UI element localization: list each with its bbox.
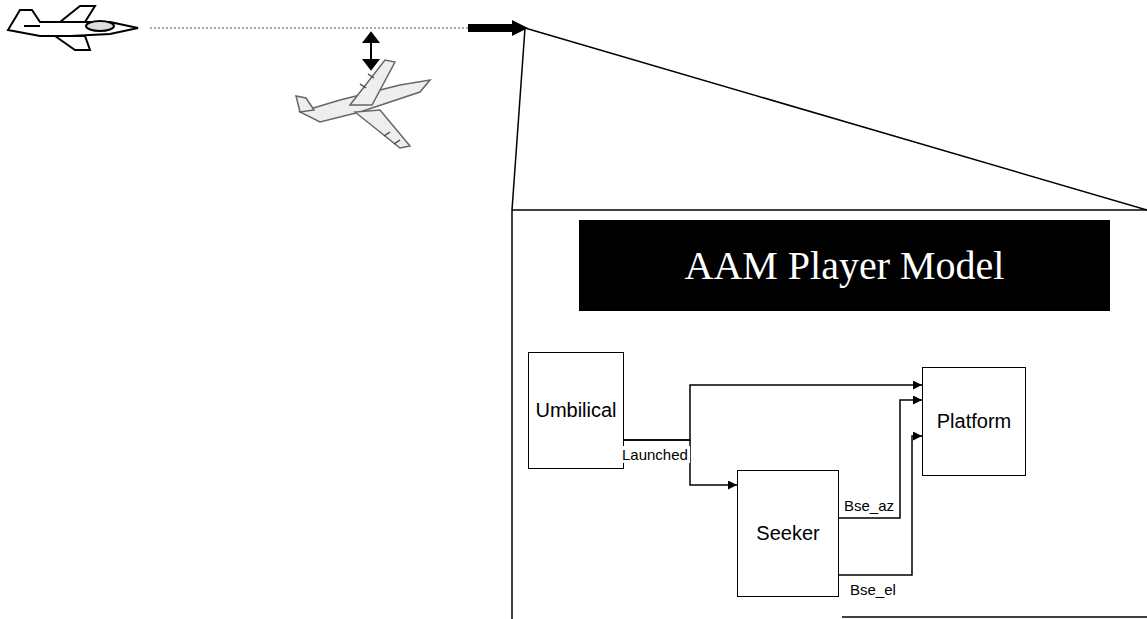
signal-connector: [624, 385, 922, 440]
process-box: Platform: [922, 367, 1026, 476]
launch-aircraft: [8, 6, 138, 50]
signal-connector: [839, 436, 922, 575]
missile-symbol: [468, 20, 528, 36]
process-box: Umbilical: [528, 352, 624, 469]
miss-distance-arrow: [364, 33, 378, 69]
signal-label: Launched: [620, 446, 690, 463]
node-text: Umbilical: [535, 399, 616, 422]
target-aircraft: [296, 60, 430, 148]
signal-label: Bse_el: [848, 581, 898, 598]
node-text: AAM Player Model: [685, 242, 1005, 289]
signal-label: Bse_az: [842, 497, 896, 514]
flight-path: [150, 27, 470, 28]
zoom-panel: [512, 28, 1147, 619]
signal-connector: [839, 400, 922, 518]
node-text: Seeker: [756, 522, 819, 545]
title-banner: AAM Player Model: [579, 220, 1110, 311]
process-box: Seeker: [737, 470, 839, 597]
node-text: Platform: [937, 410, 1011, 433]
